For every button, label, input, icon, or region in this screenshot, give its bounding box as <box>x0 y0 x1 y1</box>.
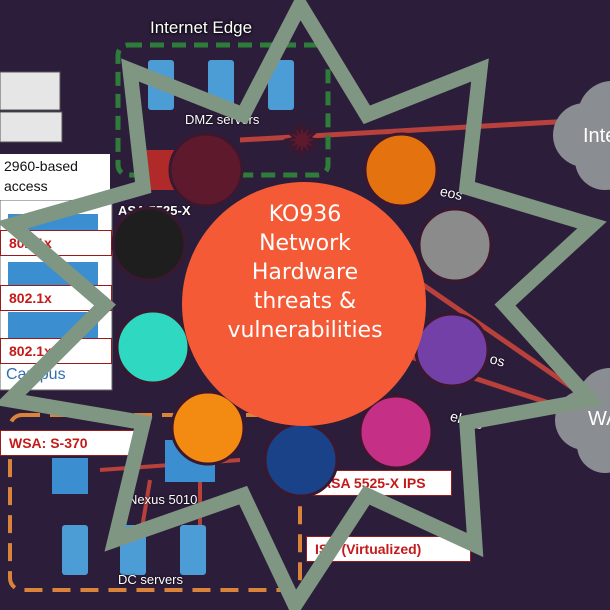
laptop-icon <box>0 71 61 111</box>
router-icon <box>52 458 88 494</box>
title-line-1: KO936 <box>268 202 342 227</box>
access-label: 2960-based access <box>0 154 110 200</box>
color-circles <box>111 132 493 498</box>
color-circle-5 <box>358 394 434 470</box>
nexus-label: Nexus 5010 <box>128 492 198 507</box>
color-circle-2 <box>363 132 439 208</box>
title-line-4: threats & <box>253 289 357 314</box>
server-icon <box>268 60 294 110</box>
title-line-5: vulnerabilities <box>227 318 383 343</box>
color-circle-9 <box>111 206 187 282</box>
internet-edge-label: Internet Edge <box>150 18 253 37</box>
color-circle-6 <box>263 422 339 498</box>
title-line-3: Hardware <box>251 260 359 285</box>
laptop-icon <box>0 111 63 143</box>
cloud-top-label: Internet <box>583 125 610 147</box>
cloud-icon <box>553 81 610 190</box>
color-circle-8 <box>115 309 191 385</box>
cloud-bottom-label: WAN <box>588 408 610 430</box>
wsa-label: WSA: S-370 <box>0 430 140 456</box>
server-icon <box>62 525 88 575</box>
color-circle-7 <box>170 390 246 466</box>
dc-servers-label: DC servers <box>118 572 184 587</box>
color-circle-3 <box>417 207 493 283</box>
color-circle-4 <box>414 312 490 388</box>
page-title: KO936 Network Hardware threats & vulnera… <box>185 200 425 345</box>
color-circle-1 <box>168 132 244 208</box>
title-circle <box>182 182 426 426</box>
datacenter-zone <box>8 413 302 592</box>
title-line-2: Network <box>259 231 351 256</box>
server-icon <box>180 525 206 575</box>
